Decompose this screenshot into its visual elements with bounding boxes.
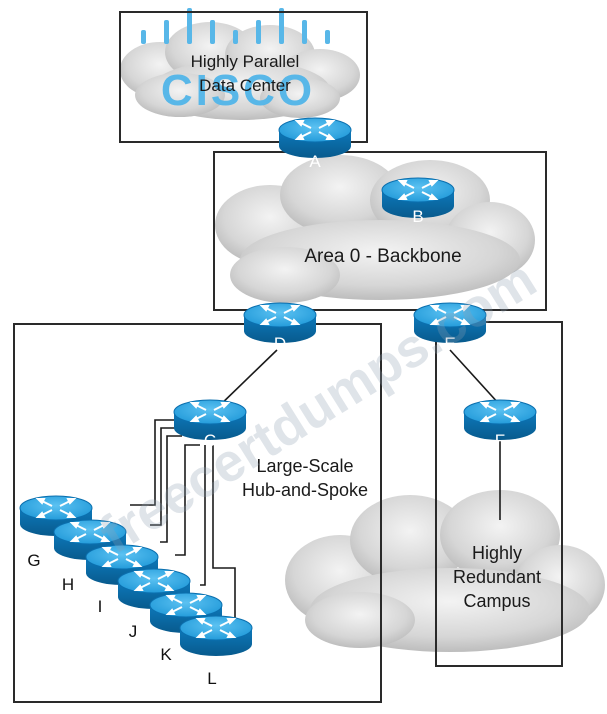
campus-label-line2: Redundant xyxy=(453,567,541,587)
hub-spoke-label-line2: Hub-and-Spoke xyxy=(242,480,368,500)
router-g-label: G xyxy=(27,551,40,570)
router-e-label: E xyxy=(444,334,455,353)
link-c-i xyxy=(160,435,182,543)
router-f[interactable]: F xyxy=(463,399,537,450)
data-center-label-line2: Data Center xyxy=(199,76,291,95)
router-i-label: I xyxy=(98,597,103,616)
link-c-h xyxy=(150,427,180,526)
router-b[interactable]: B xyxy=(381,177,455,226)
cisco-logo: CISCO xyxy=(141,8,330,115)
data-center-box xyxy=(119,11,368,143)
link-e-f xyxy=(449,349,501,406)
links xyxy=(130,349,501,618)
link-d-c xyxy=(214,349,278,411)
router-b-label: B xyxy=(412,207,423,226)
link-c-l xyxy=(212,445,236,618)
link-c-k xyxy=(200,445,206,586)
router-k-label: K xyxy=(160,645,172,664)
backbone-cloud xyxy=(215,155,535,303)
router-d-label: D xyxy=(274,334,286,353)
router-l-label: L xyxy=(207,669,216,688)
data-center-label-line1: Highly Parallel xyxy=(191,52,300,71)
router-a-label: A xyxy=(309,152,321,171)
hub-spoke-label-line1: Large-Scale xyxy=(256,456,353,476)
campus-box xyxy=(435,321,563,667)
logo-text: CISCO xyxy=(161,66,315,115)
router-d[interactable]: D xyxy=(243,302,317,353)
router-a[interactable]: A xyxy=(278,117,352,171)
campus-cloud xyxy=(285,490,605,652)
backbone-label: Area 0 - Backbone xyxy=(304,246,461,267)
hub-spoke-box xyxy=(13,323,382,703)
router-h-label: H xyxy=(62,575,74,594)
link-c-j xyxy=(175,444,200,556)
link-c-g xyxy=(130,419,178,506)
router-e[interactable]: E xyxy=(413,302,487,353)
router-c[interactable]: C xyxy=(173,399,247,450)
router-l[interactable] xyxy=(179,615,253,657)
router-j-label: J xyxy=(129,622,138,641)
campus-label-line3: Campus xyxy=(463,591,530,611)
backbone-box xyxy=(213,151,547,311)
campus-label-line1: Highly xyxy=(472,543,522,563)
router-c-label: C xyxy=(204,431,216,450)
router-f-label: F xyxy=(495,431,505,450)
